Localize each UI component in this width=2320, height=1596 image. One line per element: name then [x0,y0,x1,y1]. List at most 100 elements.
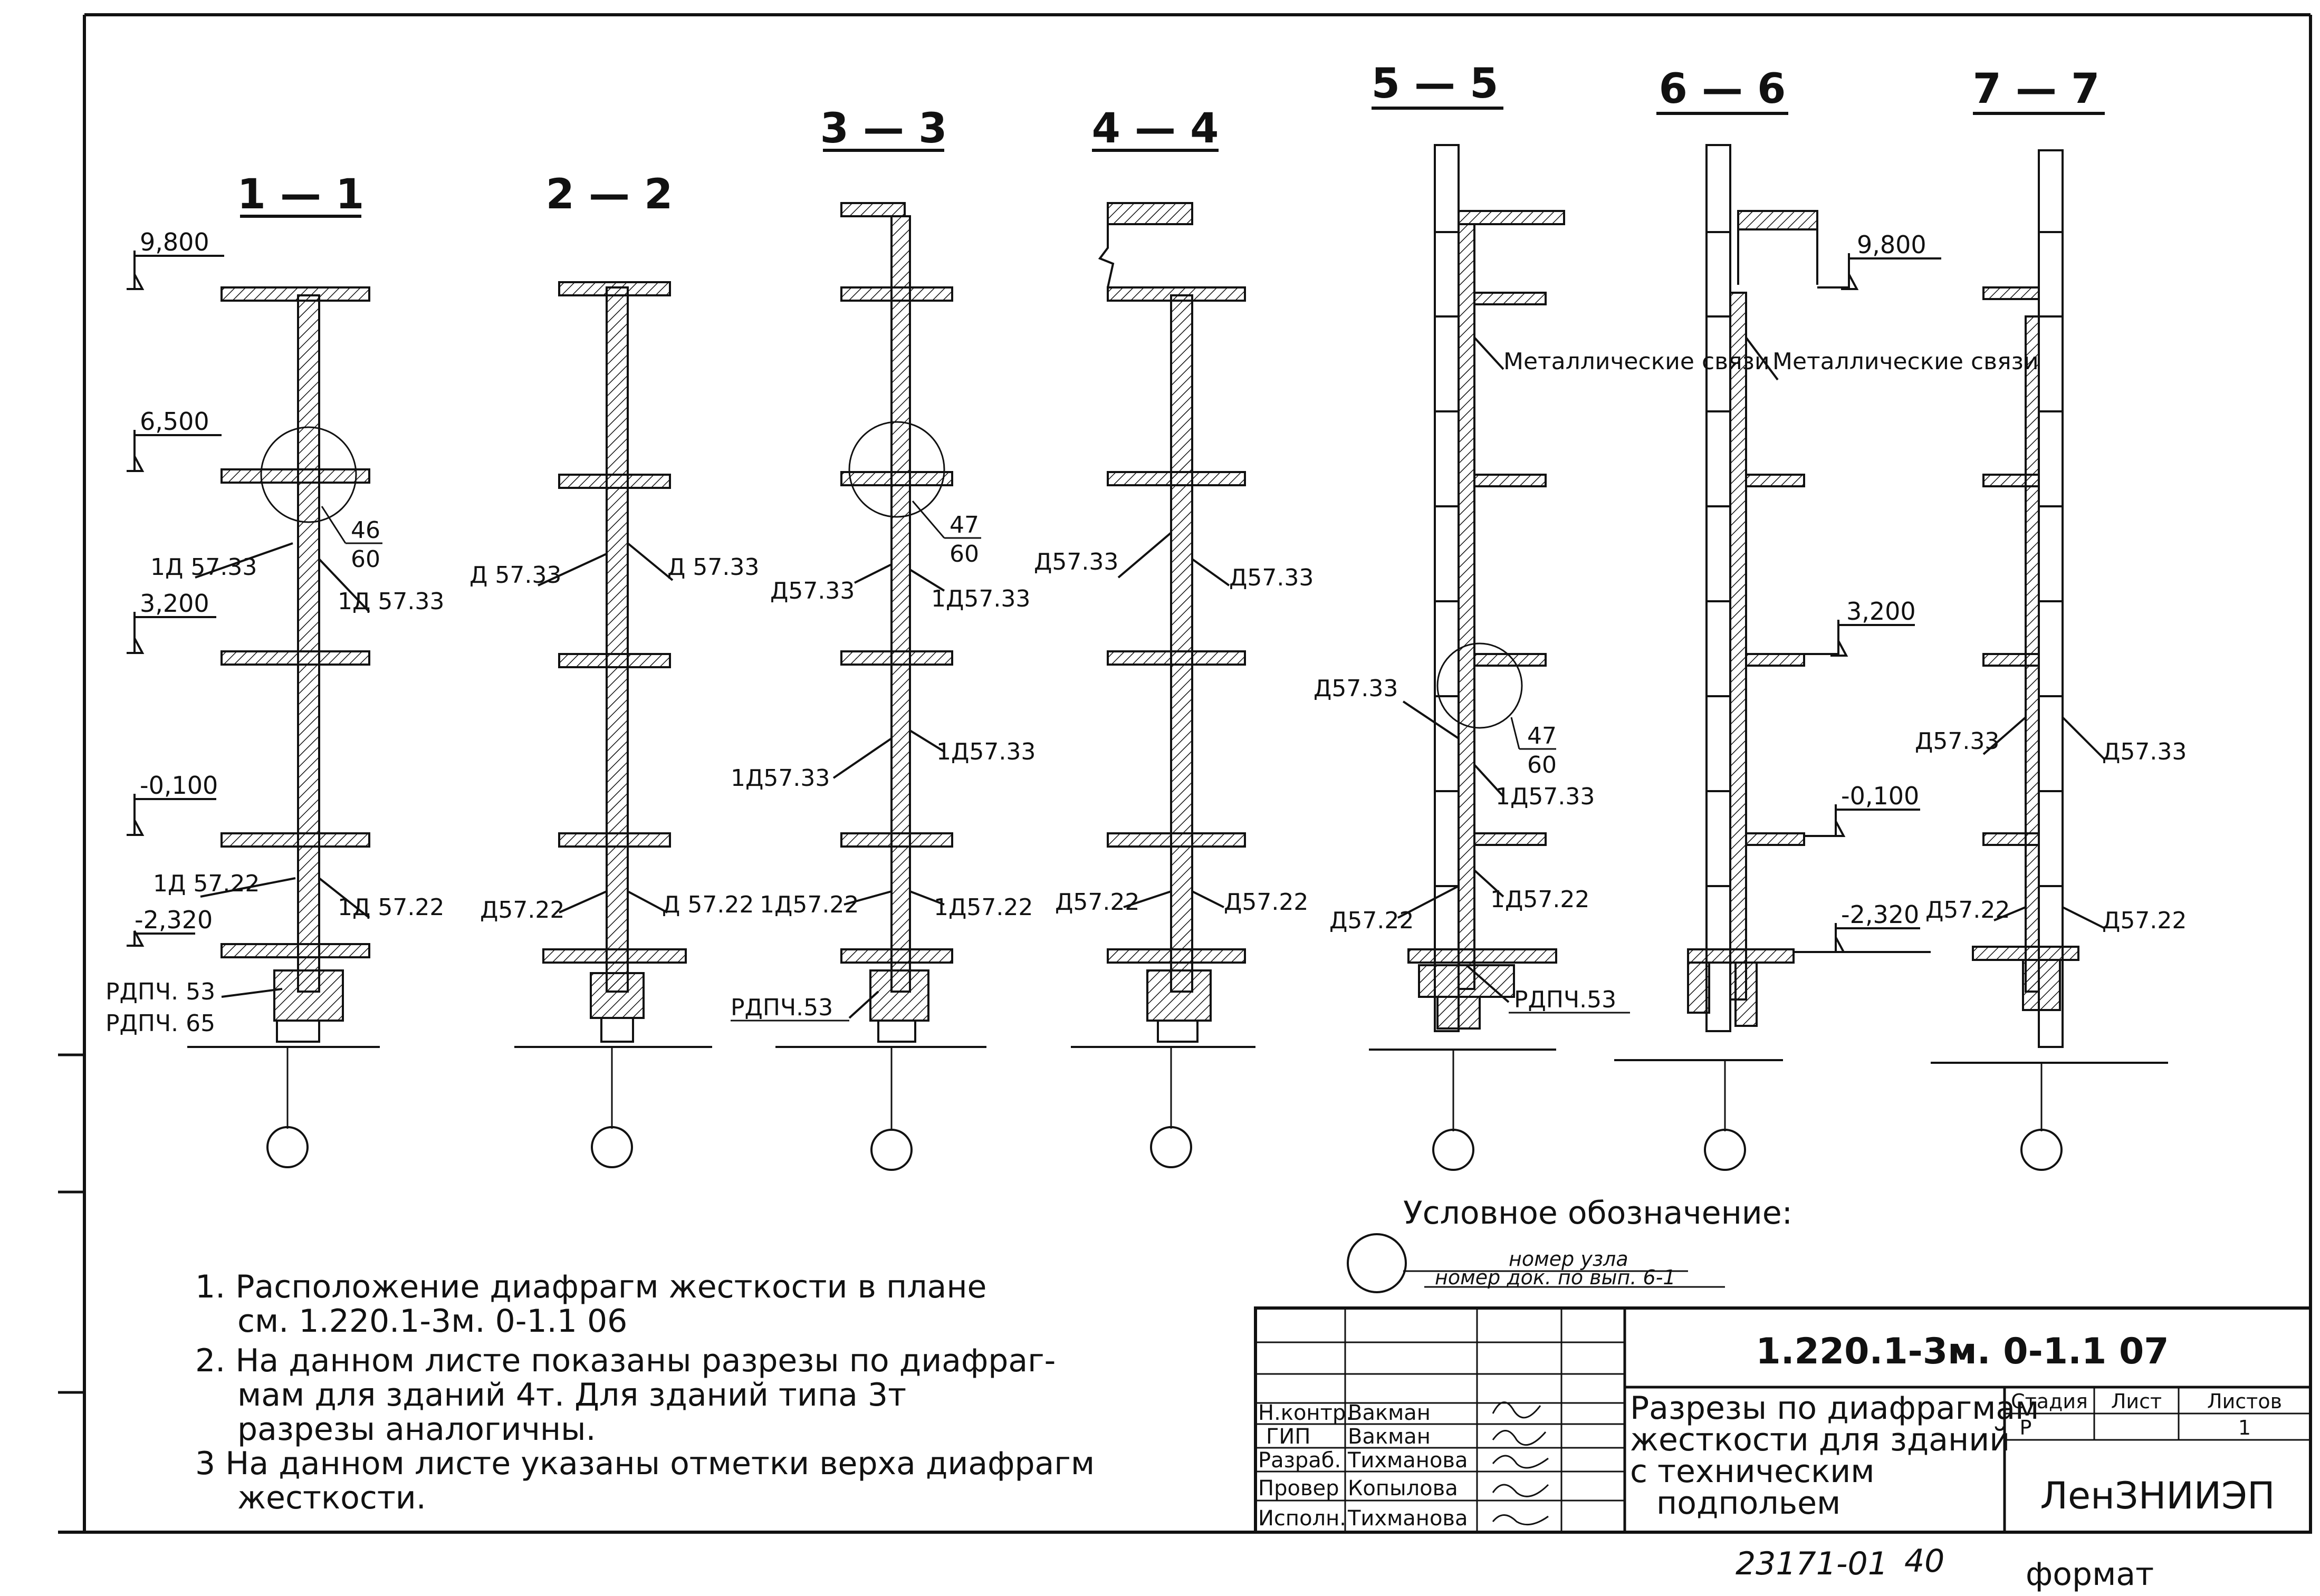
stamp-name: Тихманова [1347,1506,1468,1531]
stamp-role: Разраб. [1258,1448,1341,1473]
element-label: Д 57.22 [662,891,754,918]
section-5-5 [1369,144,1565,1171]
section-4-4-labels: Д57.33 Д57.33 Д57.22 Д57.22 [1034,549,1314,916]
element-label: Металлические связи [1503,348,1770,375]
element-label: 1Д 57.33 [338,588,444,615]
section-2-2-labels: Д 57.33 Д 57.33 Д57.22 Д 57.22 [469,554,759,924]
element-label: 1Д57.33 [731,765,830,792]
section-title-2: 2 — 2 [546,171,673,218]
section-4-4 [1071,202,1255,1168]
element-label: Металлические связи [1772,348,2039,375]
element-label: Д57.33 [1915,728,1999,755]
node-doc-number: 60 [950,541,979,568]
stage-header: Стадия [2011,1390,2088,1413]
element-label: Д57.33 [2102,738,2187,765]
stage-value: Р [2020,1416,2032,1439]
elevation-label: 6,500 [140,407,209,436]
stamp-role: Н.контр. [1258,1401,1353,1425]
section-title-1: 1 — 1 [237,171,365,218]
element-label: 1Д 57.22 [153,870,260,897]
stamp-role: Провер [1258,1476,1339,1501]
element-label: 1Д57.33 [936,738,1036,765]
element-label: РДПЧ.53 [731,994,833,1021]
page-number: 40 [1904,1543,1944,1580]
notes: 1. Расположение диафрагм жесткости в пла… [195,1268,1095,1516]
element-label: 1Д57.33 [931,585,1030,612]
section-2-2 [514,281,712,1168]
element-label: Д57.22 [1224,889,1308,916]
element-label: 1Д 57.22 [338,894,444,921]
element-label: Д57.22 [480,897,564,924]
format-label: формат [2026,1556,2154,1593]
document-code: 1.220.1-3м. 0-1.1 07 [1756,1331,2169,1372]
sheet-title-line: Разрезы по диафрагмам [1630,1390,2039,1427]
element-label: Д57.33 [770,578,855,604]
element-label: РДПЧ. 53 [106,978,215,1005]
elevation-label: 9,800 [1857,230,1926,259]
section-6-6 [1614,144,1941,1171]
element-label: РДПЧ.53 [1514,986,1616,1013]
section-title-3: 3 — 3 [820,105,947,152]
section-title-7: 7 — 7 [1973,65,2100,113]
section-7-7 [1931,149,2168,1171]
element-label: Д57.22 [1925,897,2010,924]
element-label: РДПЧ. 65 [106,1010,215,1037]
sheet-title-line: с техническим [1630,1453,1875,1490]
sheet-title-line: жесткости для зданий [1630,1421,2010,1458]
section-7-7-labels: Д57.33 Д57.33 Д57.22 Д57.22 [1915,728,2187,934]
elevation-label: 9,800 [140,228,209,256]
element-label: 1Д57.22 [934,894,1033,921]
note-line: жесткости. [237,1479,426,1516]
sheet-title-line: подпольем [1656,1485,1840,1522]
section-3-3-labels: Д57.33 1Д57.33 1Д57.33 1Д57.33 1Д57.22 1… [731,501,1036,1022]
node-doc-number: 60 [1527,752,1557,778]
stamp-role: Исполн. [1258,1506,1346,1531]
section-title-4: 4 — 4 [1092,105,1219,152]
footer: 23171-01 40 формат [1736,1543,2154,1593]
section-titles: 1 — 1 2 — 2 3 — 3 4 — 4 5 — 5 6 — 6 7 — … [237,60,2105,218]
stamp-name: Копылова [1348,1476,1458,1501]
sheets-header: Листов [2207,1390,2282,1413]
element-label: 1Д57.22 [760,891,859,918]
note-line: мам для зданий 4т. Для зданий типа 3т [237,1377,906,1414]
section-1-1-labels: 9,800 6,500 3,200 -0,100 -2,320 1Д 57.33… [106,228,444,1037]
legend: Условное обозначение: номер узла номер д… [1347,1195,1792,1293]
node-number: 47 [950,512,979,539]
signature-mark [1492,1401,1549,1526]
element-label: Д57.33 [1034,549,1118,575]
legend-bottom-label: номер док. по вып. 6-1 [1435,1266,1676,1289]
elevation-label: -2,320 [1841,900,1919,929]
archive-number: 23171-01 [1736,1545,1888,1582]
elevation-label: -2,320 [135,906,213,934]
element-label: Д57.22 [2102,907,2187,934]
note-line: 2. На данном листе показаны разрезы по д… [195,1342,1056,1379]
section-3-3 [775,202,986,1171]
stamp-role: ГИП [1266,1425,1310,1449]
title-block-text: 1.220.1-3м. 0-1.1 07 Н.контр. Вакман ГИП… [1258,1331,2282,1531]
elevation-label: 3,200 [140,589,209,618]
legend-node-icon [1347,1233,1407,1293]
element-label: Д57.33 [1229,564,1314,591]
elevation-label: -0,100 [140,771,218,800]
element-label: 1Д57.33 [1495,783,1595,810]
element-label: 1Д57.22 [1490,886,1589,913]
title-block [1254,1306,2312,1534]
note-line: разрезы аналогичны. [237,1411,596,1448]
stamp-name: Тихманова [1347,1448,1468,1473]
element-label: 1Д 57.33 [150,554,257,581]
elevation-label: 3,200 [1846,597,1916,626]
element-label: Д57.22 [1055,889,1139,916]
section-title-6: 6 — 6 [1659,65,1786,113]
legend-title: Условное обозначение: [1403,1195,1792,1232]
section-1-1 [127,251,380,1168]
sheets-value: 1 [2238,1416,2251,1439]
node-doc-number: 60 [351,546,380,573]
element-label: Д 57.33 [667,554,759,581]
node-number: 46 [351,517,380,544]
stamp-name: Вакман [1348,1425,1431,1449]
element-label: Д 57.33 [469,562,561,589]
stamp-name: Вакман [1348,1401,1431,1425]
node-number: 47 [1527,723,1557,749]
sheet-header: Лист [2111,1390,2162,1413]
